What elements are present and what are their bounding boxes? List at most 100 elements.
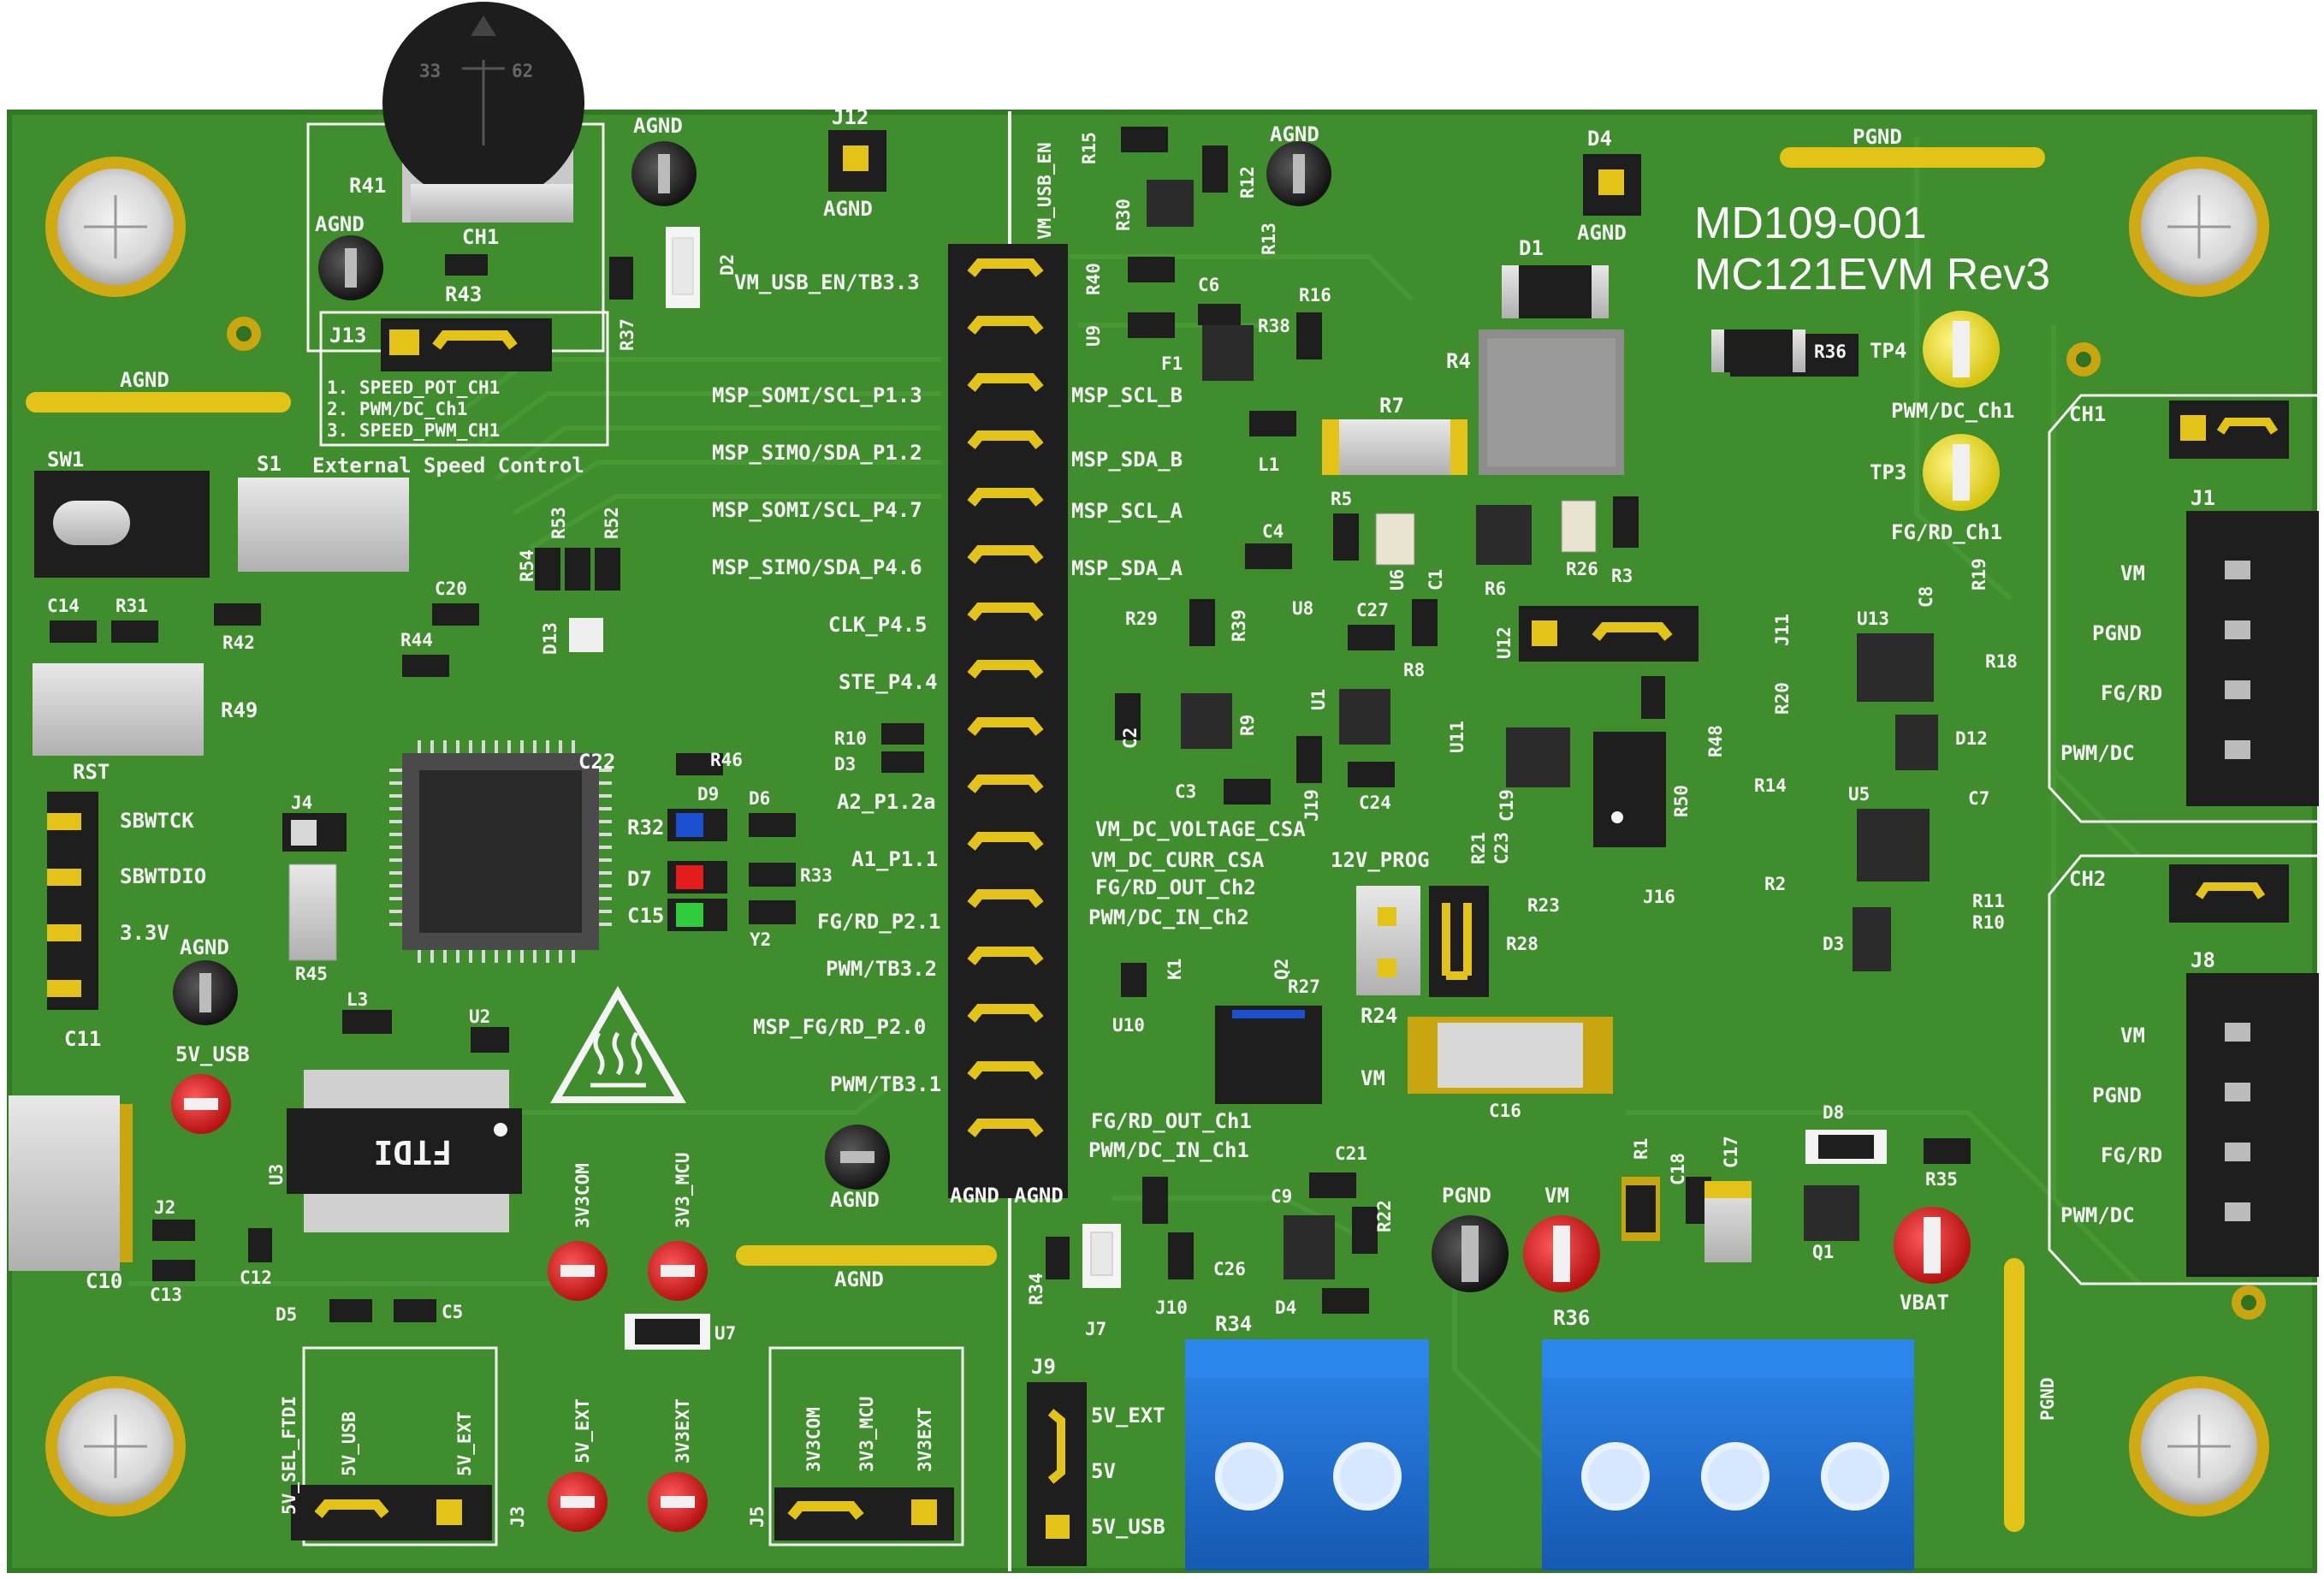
switch-sw1[interactable]: SW1 (34, 448, 210, 578)
svg-text:1. SPEED_POT_CH1: 1. SPEED_POT_CH1 (327, 377, 500, 398)
svg-text:5V_EXT: 5V_EXT (454, 1411, 475, 1476)
svg-text:3V3EXT: 3V3EXT (915, 1407, 935, 1472)
jumper-j19[interactable]: U12 (1494, 606, 1699, 662)
svg-text:5V_EXT: 5V_EXT (572, 1398, 593, 1463)
agnd-testpoint-3[interactable]: AGND (173, 935, 238, 1025)
svg-text:L1: L1 (1258, 454, 1279, 475)
resistor-r27: C16 (1408, 1017, 1613, 1121)
svg-text:U6: U6 (1387, 569, 1408, 591)
motor-connector-j1[interactable]: J1 VM PGND FG/RD PWM/DC (2060, 486, 2319, 806)
j12-agnd[interactable]: J12 AGND (823, 105, 886, 221)
svg-text:R4: R4 (1446, 349, 1471, 373)
terminal-block-j10[interactable]: R34 (1185, 1312, 1429, 1570)
svg-text:R52: R52 (602, 507, 622, 539)
svg-text:C24: C24 (1359, 792, 1391, 813)
inductor-l1: R4 (1446, 329, 1624, 475)
svg-text:C26: C26 (1213, 1259, 1246, 1279)
connector-j16[interactable]: R24 (1356, 886, 1489, 1028)
svg-text:VM_DC_CURR_CSA: VM_DC_CURR_CSA (1091, 848, 1265, 872)
svg-text:J9: J9 (1031, 1355, 1056, 1379)
svg-text:C15: C15 (627, 904, 664, 928)
svg-text:A2_P1.2a: A2_P1.2a (837, 790, 936, 814)
svg-text:C8: C8 (1916, 586, 1936, 608)
usb-connector-j2[interactable]: C10 (9, 1095, 133, 1293)
svg-text:C2: C2 (1120, 727, 1141, 749)
motor-connector-j8[interactable]: J8 VM PGND FG/RD PWM/DC (2060, 948, 2319, 1277)
testpoint-5v-usb[interactable]: 5V_USB (171, 1042, 250, 1134)
jumper-j5[interactable]: 3V3COM 3V3_MCU 3V3EXT J5 (747, 1346, 964, 1546)
svg-text:AGND: AGND (1270, 122, 1319, 146)
svg-text:R36: R36 (1553, 1306, 1590, 1330)
svg-text:MSP_SIMO/SDA_P1.2: MSP_SIMO/SDA_P1.2 (712, 441, 922, 465)
svg-text:TP4: TP4 (1870, 339, 1906, 363)
svg-text:C18: C18 (1668, 1153, 1688, 1185)
svg-text:C4: C4 (1262, 521, 1284, 542)
svg-text:F1: F1 (1161, 353, 1183, 374)
diode-d1: R7 (1322, 394, 1467, 475)
ch1-connector-box: CH1 (2048, 394, 2321, 823)
board-title-1: MD109-001 (1694, 199, 1927, 248)
potentiometer-r41[interactable]: 33 62 R41 (306, 2, 605, 353)
svg-text:5V_EXT: 5V_EXT (1091, 1404, 1165, 1428)
svg-text:FG/RD: FG/RD (2101, 1143, 2162, 1167)
svg-text:3. SPEED_PWM_CH1: 3. SPEED_PWM_CH1 (327, 420, 500, 441)
svg-text:PGND: PGND (1853, 125, 1902, 149)
svg-text:3V3EXT: 3V3EXT (673, 1398, 693, 1463)
agnd-testpoint-4[interactable]: AGND (825, 1125, 890, 1212)
svg-text:K1: K1 (1165, 959, 1185, 980)
svg-text:AGND: AGND (315, 212, 365, 236)
svg-text:J4: J4 (291, 792, 312, 813)
testpoint-tp4-pwm-dc-ch1[interactable]: TP4 PWM/DC_Ch1 (1870, 311, 2015, 423)
svg-text:D7: D7 (627, 867, 652, 891)
svg-text:U8: U8 (1292, 598, 1313, 619)
svg-text:C20: C20 (435, 579, 467, 599)
agnd-testpoint-2[interactable]: AGND (631, 114, 697, 206)
testpoint-3v3com[interactable]: 3V3COM (548, 1163, 608, 1301)
svg-text:R23: R23 (1527, 895, 1560, 916)
svg-text:MSP_SDA_B: MSP_SDA_B (1071, 448, 1183, 472)
mcu-u4: C22 (389, 740, 615, 963)
button-s4[interactable]: R49 (33, 663, 258, 756)
svg-text:C19: C19 (1497, 789, 1517, 822)
testpoint-pgnd[interactable]: PGND (1432, 1184, 1509, 1292)
testpoint-tp3-fg-rd-ch1[interactable]: TP3 FG/RD_Ch1 (1870, 434, 2002, 544)
header-left-labels: VM_USB_EN/TB3.3 MSP_SOMI/SCL_P1.3 MSP_SI… (712, 270, 941, 1096)
svg-text:U9: U9 (1083, 325, 1104, 347)
svg-text:R28: R28 (1506, 934, 1538, 954)
svg-text:MSP_SDA_A: MSP_SDA_A (1071, 556, 1183, 580)
svg-text:J7: J7 (1085, 1319, 1106, 1339)
testpoint-vm[interactable]: VM (1523, 1184, 1600, 1292)
svg-text:R46: R46 (710, 750, 743, 770)
svg-text:R7: R7 (1379, 394, 1404, 418)
svg-text:AGND: AGND (180, 935, 229, 959)
j11-agnd[interactable]: D4 AGND (1577, 127, 1641, 245)
jumper-j3[interactable]: 5V_SEL_FTDI 5V_USB 5V_EXT J3 (279, 1346, 528, 1546)
svg-text:R20: R20 (1772, 682, 1793, 715)
svg-text:C23: C23 (1491, 832, 1512, 864)
testpoint-3v3-mcu[interactable]: 3V3_MCU (648, 1152, 708, 1301)
agnd-testpoint-1[interactable]: AGND (315, 212, 383, 300)
svg-text:R18: R18 (1985, 651, 2018, 672)
svg-text:R43: R43 (445, 282, 482, 306)
svg-text:FG/RD: FG/RD (2101, 681, 2162, 705)
header-j4[interactable]: SBWTCK SBWTDIO 3.3V C11 (47, 792, 206, 1051)
button-s1[interactable]: S1 (238, 452, 409, 572)
svg-text:C22: C22 (578, 750, 615, 774)
svg-text:AGND: AGND (1014, 1184, 1064, 1208)
jumper-j13[interactable]: J13 1. SPEED_POT_CH1 2. PWM/DC_Ch1 3. SP… (319, 311, 609, 447)
testpoint-3v3ext[interactable]: 3V3EXT (648, 1398, 708, 1532)
agnd-testpoint-5[interactable]: AGND (1266, 122, 1331, 206)
svg-text:D3: D3 (1823, 934, 1844, 954)
svg-text:PGND: PGND (2092, 1083, 2142, 1107)
main-pin-header[interactable]: AGND AGND (948, 244, 1068, 1208)
svg-text:R48: R48 (1705, 725, 1726, 757)
header-j9[interactable]: J9 5V_EXT 5V 5V_USB (1027, 1355, 1165, 1566)
header-right-labels: MSP_SCL_B MSP_SDA_B MSP_SCL_A MSP_SDA_A … (1071, 383, 1306, 1162)
terminal-block-j7[interactable]: R36 (1542, 1306, 1914, 1570)
testpoint-vbat[interactable]: VBAT (1894, 1207, 1971, 1315)
testpoint-5v-ext[interactable]: 5V_EXT (548, 1398, 608, 1532)
svg-text:VM_USB_EN/TB3.3: VM_USB_EN/TB3.3 (734, 270, 920, 294)
svg-text:5V: 5V (1091, 1459, 1116, 1483)
svg-text:R41: R41 (349, 174, 386, 198)
svg-text:U7: U7 (714, 1323, 736, 1344)
